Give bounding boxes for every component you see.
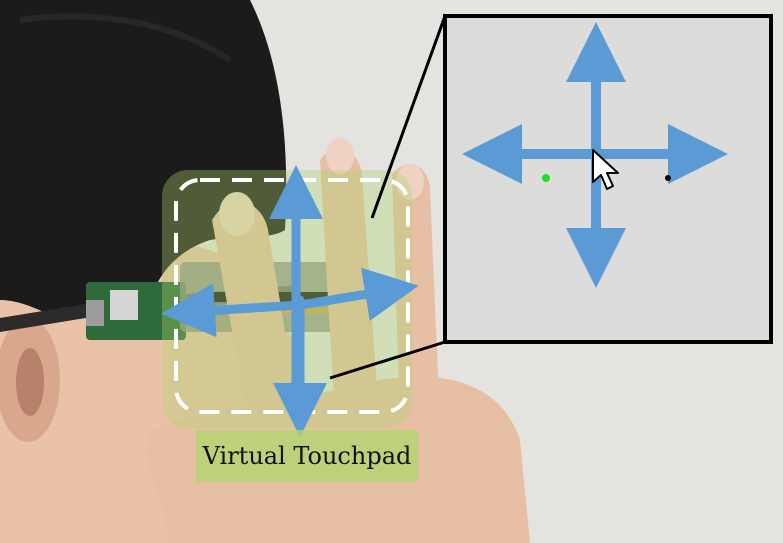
black-dot <box>665 175 671 181</box>
callout-line-bottom <box>329 340 446 380</box>
fingernail-middle <box>326 138 354 174</box>
callout-line-top <box>370 15 447 219</box>
zoom-panel <box>443 14 773 344</box>
touchpad-label: Virtual Touchpad <box>202 442 412 470</box>
cursor-icon <box>592 149 619 190</box>
hair-highlight <box>19 13 232 63</box>
ear-inner <box>16 348 44 416</box>
touchpad-highlight <box>162 170 412 428</box>
index-finger <box>212 201 300 441</box>
green-dot <box>542 174 550 182</box>
fingernail-index <box>219 192 255 236</box>
hair <box>0 0 287 320</box>
touchpad-arrows <box>161 165 419 437</box>
usb-port <box>86 300 104 326</box>
chip <box>110 290 138 320</box>
touchpad-label-box: Virtual Touchpad <box>196 430 418 482</box>
